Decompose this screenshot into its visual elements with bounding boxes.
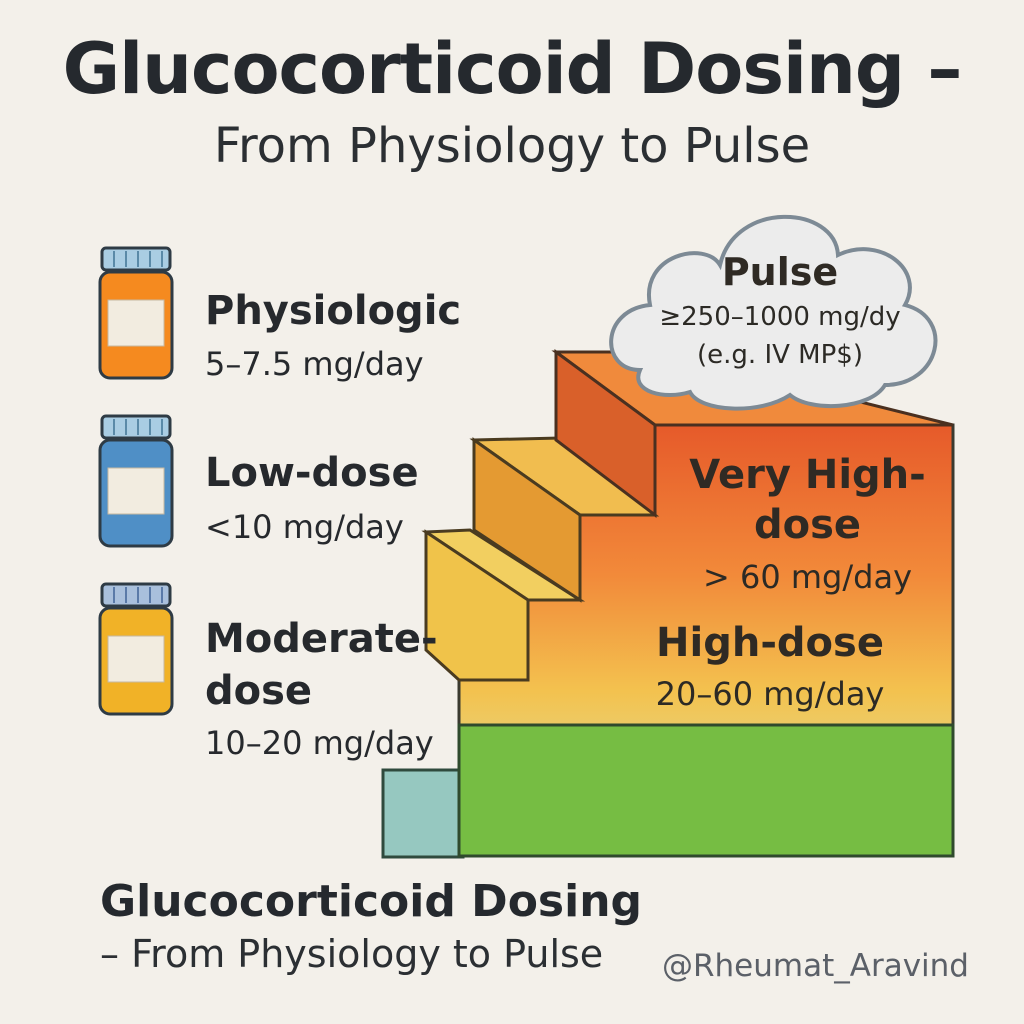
pill-bottle-icon (98, 582, 174, 716)
footer-subtitle: – From Physiology to Pulse (100, 932, 604, 976)
footer-title: Glucocorticoid Dosing (100, 876, 643, 927)
moderate-dose-value: 10–20 mg/day (205, 724, 434, 762)
page-title: Glucocorticoid Dosing – (62, 28, 963, 110)
low-dose-label: Low-dose (205, 450, 419, 496)
very-high-dose-label-line2: dose (753, 502, 862, 548)
page-subtitle: From Physiology to Pulse (213, 118, 811, 174)
high-dose-label: High-dose (656, 620, 884, 666)
author-handle: @Rheumat_Aravind (662, 948, 969, 984)
very-high-dose-value: > 60 mg/day (703, 558, 912, 596)
step-1-riser (424, 529, 530, 682)
pulse-note: (e.g. IV MP$) (697, 340, 863, 370)
step-3-riser (554, 349, 657, 519)
physiologic-label: Physiologic (205, 288, 462, 334)
moderate-dose-label-line1: Moderate- (205, 616, 438, 662)
very-high-dose-label-line1: Very High- (689, 452, 926, 498)
high-dose-value: 20–60 mg/day (655, 675, 885, 713)
physiologic-value: 5–7.5 mg/day (205, 345, 424, 383)
moderate-dose-label-line2: dose (205, 668, 313, 714)
cloud-icon (609, 214, 938, 411)
pulse-label: Pulse (721, 250, 839, 294)
green-base (457, 723, 955, 858)
pulse-value: ≥250–1000 mg/dy (659, 302, 901, 332)
pill-bottle-icon (98, 414, 174, 548)
step-teal (381, 768, 465, 859)
step-2-riser (472, 437, 582, 603)
low-dose-value: <10 mg/day (205, 508, 404, 546)
pill-bottle-icon (98, 246, 174, 380)
